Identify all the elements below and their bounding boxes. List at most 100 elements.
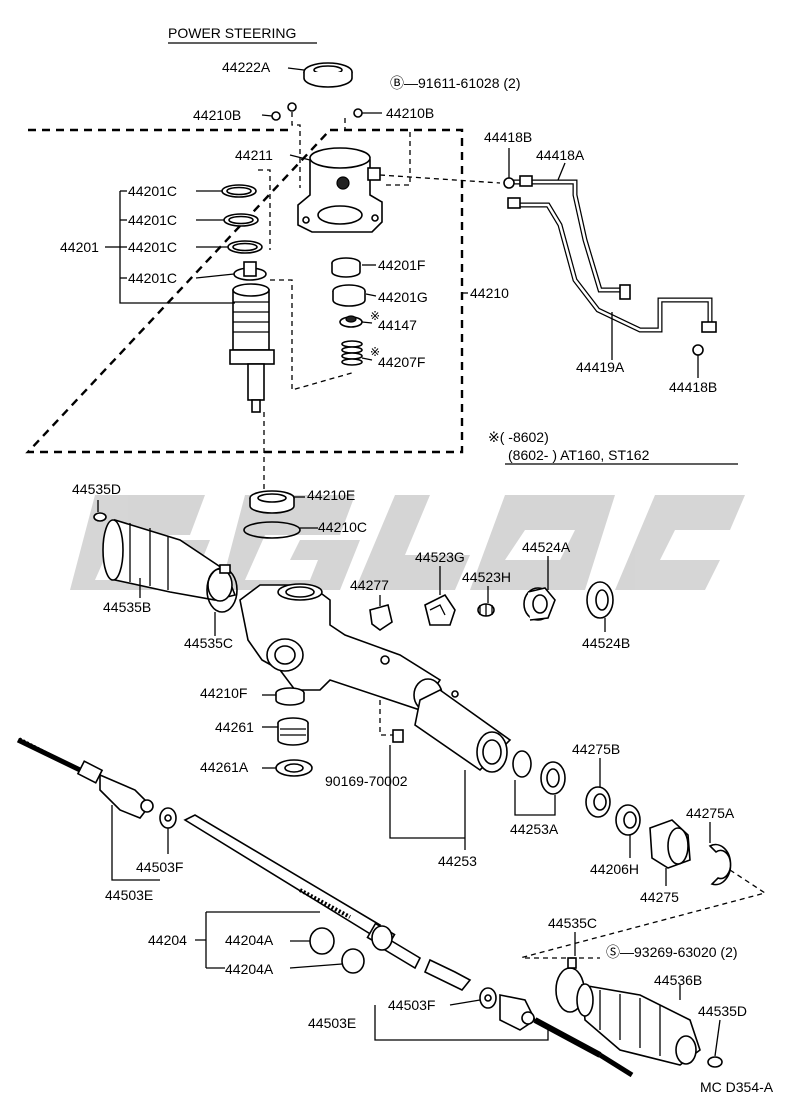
- diagram-title: POWER STEERING: [168, 25, 296, 41]
- label-44277: 44277: [350, 577, 389, 593]
- rack-sleeve: [423, 958, 472, 991]
- label-44201G: 44201G: [378, 289, 428, 305]
- label-44275: 44275: [640, 889, 679, 905]
- label-44204A-1: 44204A: [225, 932, 274, 948]
- plug-44147: [339, 315, 363, 328]
- label-44275A: 44275A: [686, 805, 735, 821]
- label-44147: 44147: [378, 317, 417, 333]
- end-stopper-44275: [649, 819, 691, 869]
- label-44419A: 44419A: [576, 359, 625, 375]
- label-44535B: 44535B: [103, 599, 151, 615]
- label-screw-93269: Ⓢ—93269-63020 (2): [606, 944, 738, 960]
- label-44210B-left: 44210B: [193, 107, 241, 123]
- label-44261: 44261: [215, 719, 254, 735]
- label-44204A-2: 44204A: [225, 961, 274, 977]
- rack-housing: [239, 583, 443, 712]
- bush-44204A-1: [309, 927, 335, 955]
- label-44503E-left: 44503E: [105, 887, 153, 903]
- bolt-44210B-right: [353, 108, 363, 118]
- label-44535C-right: 44535C: [548, 915, 597, 931]
- label-44253: 44253: [438, 853, 477, 869]
- label-44222A: 44222A: [222, 59, 271, 75]
- clamp-44535C-left: [206, 564, 238, 613]
- plug-90169-70002: [392, 729, 404, 743]
- label-44523H: 44523H: [462, 569, 511, 585]
- nut-44261A: [275, 759, 313, 777]
- label-44206H: 44206H: [590, 861, 639, 877]
- oring-44201C-3: [227, 240, 263, 254]
- label-44210B-right: 44210B: [386, 105, 434, 121]
- label-44210C: 44210C: [318, 519, 367, 535]
- label-44253A: 44253A: [510, 821, 559, 837]
- drawing-code: MC D354-A: [700, 1079, 774, 1095]
- union-44418B-bottom: [692, 344, 704, 356]
- label-bolt-91611: Ⓑ—91611-61028 (2): [390, 75, 520, 91]
- label-44201C-1: 44201C: [128, 183, 177, 199]
- label-44523G: 44523G: [415, 549, 465, 565]
- note-period-1: ※( -8602): [488, 429, 549, 445]
- valve-housing-44211: [297, 147, 383, 233]
- bearing-44210F: [275, 687, 305, 706]
- label-44210E: 44210E: [307, 487, 355, 503]
- label-44201C-2: 44201C: [128, 212, 177, 228]
- label-44201F: 44201F: [378, 257, 425, 273]
- bush-44206H: [615, 804, 641, 836]
- seal-44275B: [585, 786, 611, 818]
- bearing-44201F: [331, 257, 361, 278]
- bearing-44210E: [249, 490, 295, 514]
- label-44503E-right: 44503E: [308, 1015, 356, 1031]
- clip-44535D-right: [707, 1056, 723, 1068]
- oring-44210C: [243, 521, 301, 539]
- tie-rod-44503E-right: [499, 994, 634, 1078]
- label-44275B: 44275B: [572, 741, 620, 757]
- mark-44207F: ※: [370, 345, 380, 359]
- tie-rod-44503E-left: [16, 737, 154, 819]
- locknut-44524B: [586, 581, 614, 619]
- spring-44523H: [477, 603, 495, 617]
- label-44211: 44211: [235, 147, 273, 163]
- label-44535D-right: 44535D: [698, 1003, 747, 1019]
- label-44201C-4: 44201C: [128, 270, 177, 286]
- label-90169-70002: 90169-70002: [325, 773, 408, 789]
- oring-44253A-1: [512, 750, 532, 778]
- bush-44253A-2: [540, 761, 566, 795]
- valve-assembly-boundary: [25, 128, 464, 454]
- guide-44523G: [424, 593, 456, 626]
- label-44536B: 44536B: [654, 972, 702, 988]
- oring-44201C-2: [223, 213, 259, 227]
- bush-44204A-2: [341, 948, 365, 974]
- label-44524B: 44524B: [582, 635, 630, 651]
- union-44418B-top: [503, 177, 515, 189]
- washer-44503F-right: [479, 987, 497, 1009]
- cylinder-tube-44253: [414, 689, 512, 773]
- label-44204: 44204: [148, 932, 187, 948]
- mark-44147: ※: [370, 309, 380, 323]
- washer-44503F-left: [159, 807, 177, 829]
- seal-44201G: [332, 284, 366, 307]
- dust-seal-44222A: [303, 62, 353, 88]
- label-44524A: 44524A: [522, 539, 571, 555]
- label-44535C-left: 44535C: [184, 635, 233, 651]
- label-44503F-right: 44503F: [388, 997, 435, 1013]
- label-44210: 44210: [470, 285, 509, 301]
- label-44503F-left: 44503F: [136, 859, 183, 875]
- snap-ring-44275A: [708, 843, 732, 886]
- label-44418A: 44418A: [536, 147, 585, 163]
- label-44535D-left: 44535D: [72, 481, 121, 497]
- pressure-tube-44418A: [507, 175, 717, 333]
- oring-44201C-1: [221, 184, 257, 198]
- boot-44536B: [576, 983, 701, 1066]
- clip-44535D-left: [93, 512, 107, 522]
- steering-rack-44204: [183, 814, 422, 970]
- spring-44207F: [341, 340, 363, 366]
- bolt-44210B-left: [271, 102, 297, 121]
- label-44418B-bottom: 44418B: [669, 379, 717, 395]
- valve-shaft-44201: [229, 261, 275, 413]
- label-44201: 44201: [60, 239, 99, 255]
- label-44207F: 44207F: [378, 354, 425, 370]
- label-44418B-top: 44418B: [484, 129, 532, 145]
- plate-44277: [369, 604, 393, 631]
- label-44210F: 44210F: [200, 685, 247, 701]
